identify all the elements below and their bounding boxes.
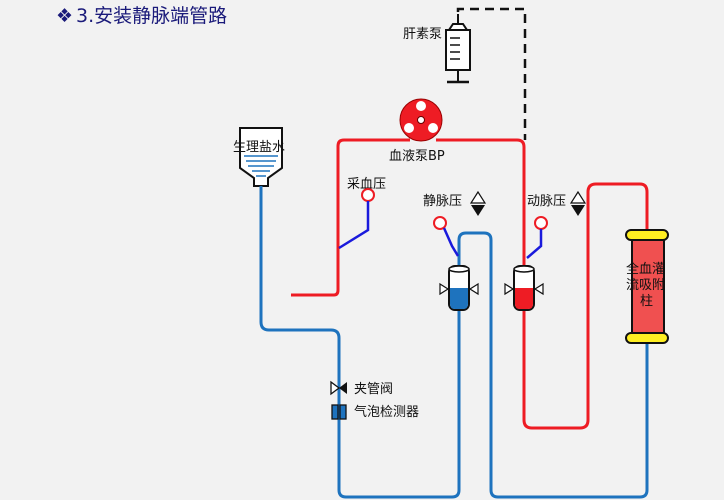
column-label-line3: 柱 [640,294,653,309]
sampling-pressure-tube [338,201,370,250]
column-label-line1: 全血灌 [626,261,665,277]
venous-drip-chamber-icon [439,265,479,311]
adsorption-column [625,229,669,344]
venous-line-saline [259,186,461,499]
clamp-valve-label: 夹管阀 [354,382,393,397]
bubble-detector-icon [331,404,347,420]
venous-pressure-label: 静脉压 [423,194,462,209]
syringe-icon [445,14,471,84]
venous-up-down-arrow-icon[interactable] [469,190,487,216]
arterial-pressure-port-icon [534,216,548,230]
venous-line-from-column [457,231,649,499]
clamp-icon[interactable] [330,380,347,396]
bubble-detector-label: 气泡检测器 [354,404,419,420]
blood-pump-label: 血液泵BP [389,149,445,164]
arterial-line-post-pump [436,138,526,268]
saline-label: 生理盐水 [233,140,285,155]
arterial-pressure-tube [526,229,543,259]
venous-pressure-port-icon [433,216,447,230]
title-bullet-icon: ❖ [56,5,73,27]
heparin-pump-label: 肝素泵 [403,27,442,42]
column-label-line2: 流吸附 [626,278,665,293]
saline-bag-icon [239,127,283,187]
arterial-line-pre-pump [291,138,410,297]
arterial-up-down-arrow-icon[interactable] [569,190,587,216]
arterial-pressure-label: 动脉压 [527,194,566,209]
page-title: 3.安装静脉端管路 [76,5,227,27]
sampling-pressure-port-icon [361,188,375,202]
sampling-pressure-label: 采血压 [347,177,386,192]
arterial-line-to-column [522,182,649,430]
roller-pump-icon [399,98,443,142]
heparin-line [456,7,527,140]
venous-pressure-tube [442,227,460,257]
arterial-drip-chamber-icon [504,265,544,311]
